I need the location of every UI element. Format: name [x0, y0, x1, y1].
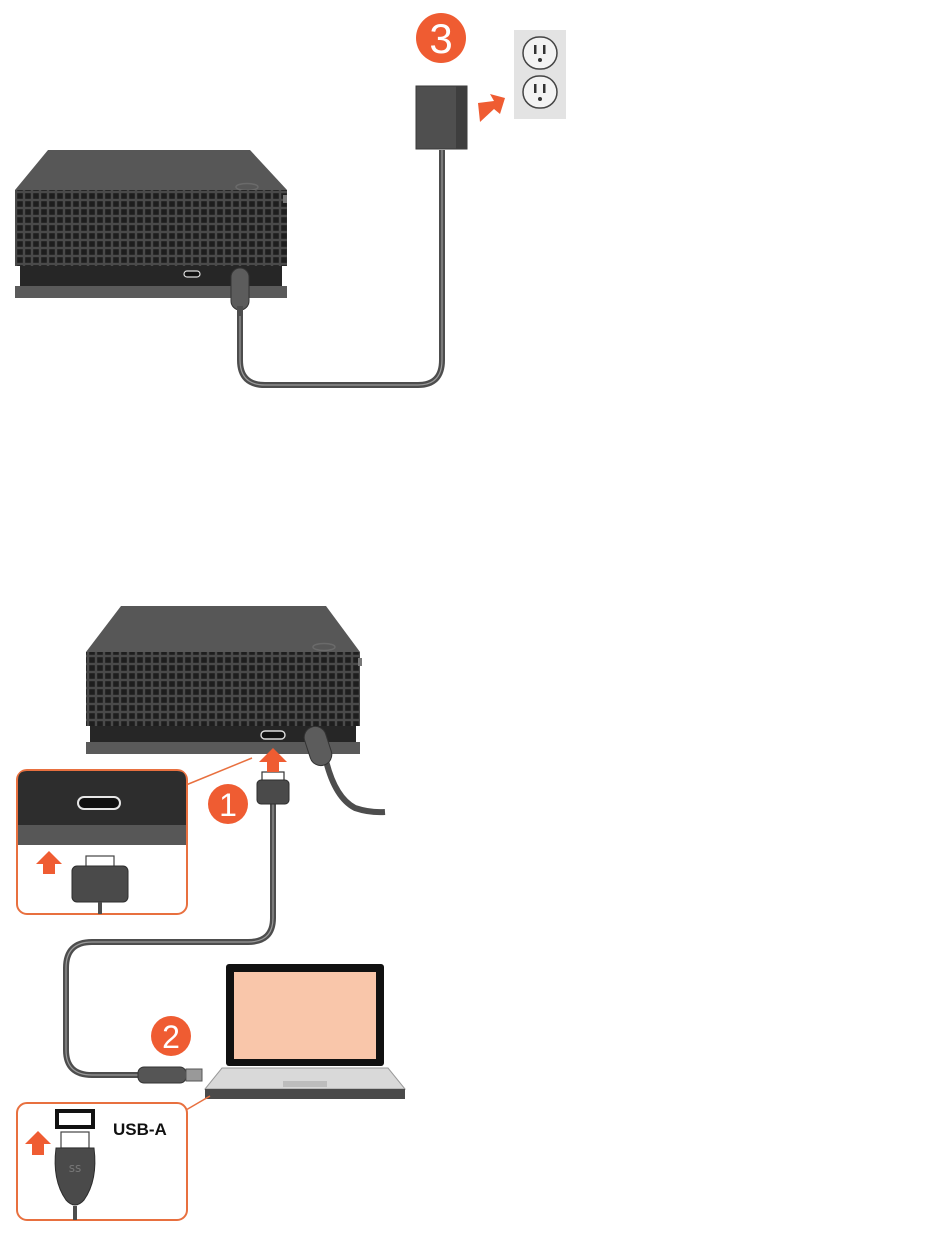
step-3-number: 3: [429, 15, 452, 62]
data-connection-scene: 1 2: [17, 606, 405, 1220]
usb-a-connector: [138, 1067, 202, 1083]
laptop-screen: [234, 972, 376, 1059]
drive-grille: [86, 652, 360, 726]
usb-micro-b-plug-body: [72, 866, 128, 902]
laptop-trackpad: [283, 1081, 327, 1087]
drive-grille-edge: [283, 195, 287, 203]
inset-2-leader: [186, 1096, 210, 1110]
arrow-to-outlet-icon: [478, 94, 505, 122]
drive-grille-edge: [358, 658, 362, 666]
inset-usb-a-detail: USB-A ss: [17, 1103, 187, 1220]
wall-outlet-icon: [514, 30, 566, 119]
drive-top-face: [86, 606, 360, 652]
laptop-base: [205, 1089, 405, 1099]
inset-1-leader: [186, 758, 252, 785]
power-plug-stem: [237, 306, 243, 316]
drive-grille: [15, 190, 287, 266]
power-plug: [231, 268, 249, 310]
usb-micro-b-port-icon: [261, 731, 285, 739]
power-connection-scene: 3: [15, 13, 566, 385]
step-2-number: 2: [162, 1019, 180, 1055]
usb-logo-icon: ss: [69, 1161, 82, 1175]
usb-micro-b-port-icon: [78, 797, 120, 809]
laptop-icon: [205, 964, 405, 1099]
inset-micro-b-detail: [17, 770, 187, 914]
usb-a-label: USB-A: [113, 1120, 167, 1139]
step-1-number: 1: [219, 787, 237, 823]
usb-a-port-icon: [57, 1111, 93, 1127]
power-adapter-side: [456, 86, 467, 149]
usb-a-plug-tip: [61, 1132, 89, 1148]
usb-micro-b-connector: [257, 772, 289, 804]
usb-micro-b-port-icon: [184, 271, 200, 277]
